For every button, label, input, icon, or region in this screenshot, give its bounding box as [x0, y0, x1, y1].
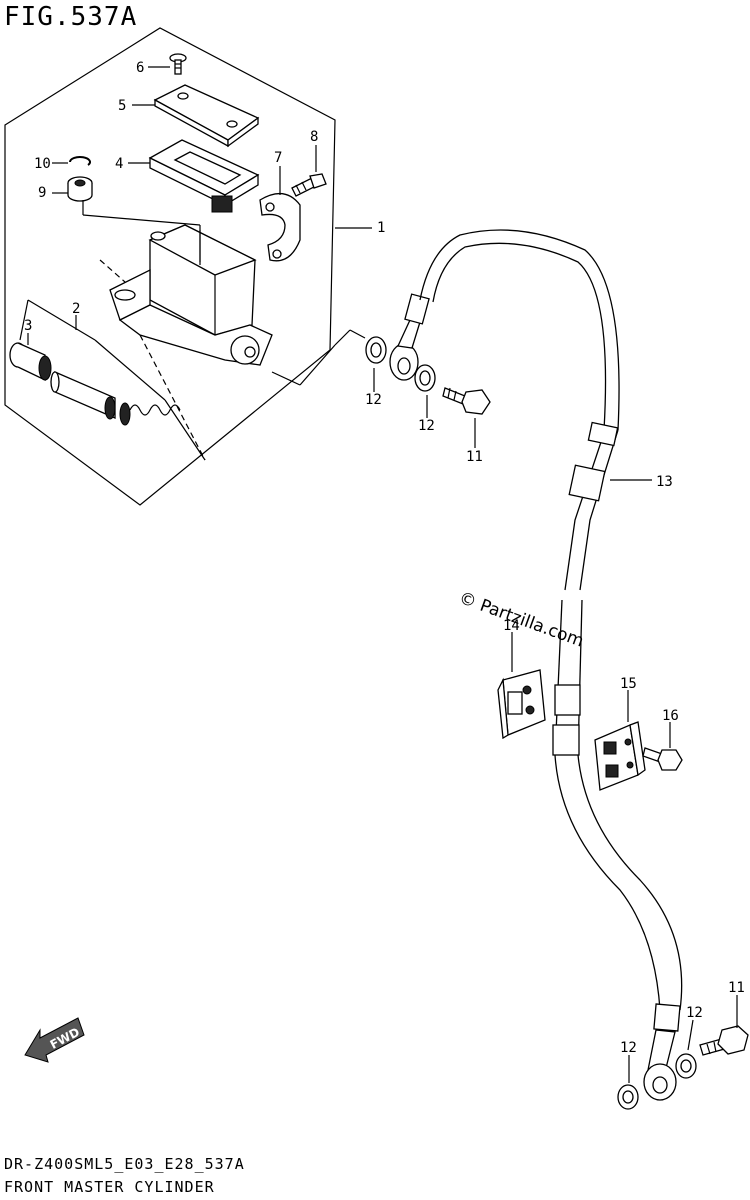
part-4-diaphragm[interactable] [148, 139, 260, 213]
part-3-dust-boot[interactable] [9, 342, 52, 382]
part-2-piston-set[interactable] [50, 371, 181, 426]
banjo-fitting-lower [643, 1063, 677, 1101]
callout-16[interactable]: 16 [662, 708, 679, 724]
callout-15[interactable]: 15 [620, 676, 637, 692]
part-12-washer-lower-b[interactable] [675, 1053, 697, 1079]
part-5-reservoir-cap[interactable] [153, 84, 260, 148]
part-12-washer-upper-a[interactable] [365, 336, 387, 364]
part-10-circlip[interactable] [69, 156, 91, 166]
callout-7[interactable]: 7 [274, 150, 282, 166]
part-6-screw[interactable] [169, 53, 187, 75]
callout-leaders [27, 66, 738, 1083]
callout-6[interactable]: 6 [136, 60, 144, 76]
brake-hose[interactable] [419, 229, 683, 1073]
callout-3[interactable]: 3 [24, 318, 32, 334]
part-12-washer-lower-a[interactable] [617, 1084, 639, 1110]
callout-10[interactable]: 10 [34, 156, 51, 172]
callout-14[interactable]: 14 [503, 618, 520, 634]
callout-11-upper[interactable]: 11 [466, 449, 483, 465]
part-7-clamp[interactable] [259, 193, 301, 262]
part-12-washer-upper-b[interactable] [414, 364, 436, 392]
figure-title: FIG.537A [4, 2, 138, 32]
callout-2[interactable]: 2 [72, 301, 80, 317]
callout-12-upper-a[interactable]: 12 [365, 392, 382, 408]
callout-12-upper-b[interactable]: 12 [418, 418, 435, 434]
callout-1[interactable]: 1 [377, 220, 385, 236]
callout-4[interactable]: 4 [115, 156, 123, 172]
callout-5[interactable]: 5 [118, 98, 126, 114]
model-code: DR-Z400SML5_E03_E28_537A [4, 1155, 245, 1173]
assembly-name: FRONT MASTER CYLINDER [4, 1178, 215, 1196]
forward-direction-arrow: FWD [24, 1017, 85, 1063]
banjo-fitting-upper [389, 293, 430, 381]
callout-9[interactable]: 9 [38, 185, 46, 201]
part-11-union-bolt-upper[interactable] [442, 387, 491, 415]
callout-13[interactable]: 13 [656, 474, 673, 490]
part-14-hose-clamp[interactable] [497, 669, 546, 740]
leader-lines-cylinder [19, 200, 366, 461]
part-1-master-cylinder-body[interactable] [109, 224, 273, 366]
callout-8[interactable]: 8 [310, 129, 318, 145]
part-15-hose-bracket[interactable] [594, 721, 646, 791]
part-11-union-bolt-lower[interactable] [699, 1025, 749, 1056]
part-9-seal[interactable] [67, 176, 93, 202]
callout-12-lower-b[interactable]: 12 [686, 1005, 703, 1021]
part-8-bolt[interactable] [291, 173, 327, 197]
callout-11-lower[interactable]: 11 [728, 980, 745, 996]
callout-12-lower-a[interactable]: 12 [620, 1040, 637, 1056]
part-16-bolt[interactable] [642, 747, 683, 771]
